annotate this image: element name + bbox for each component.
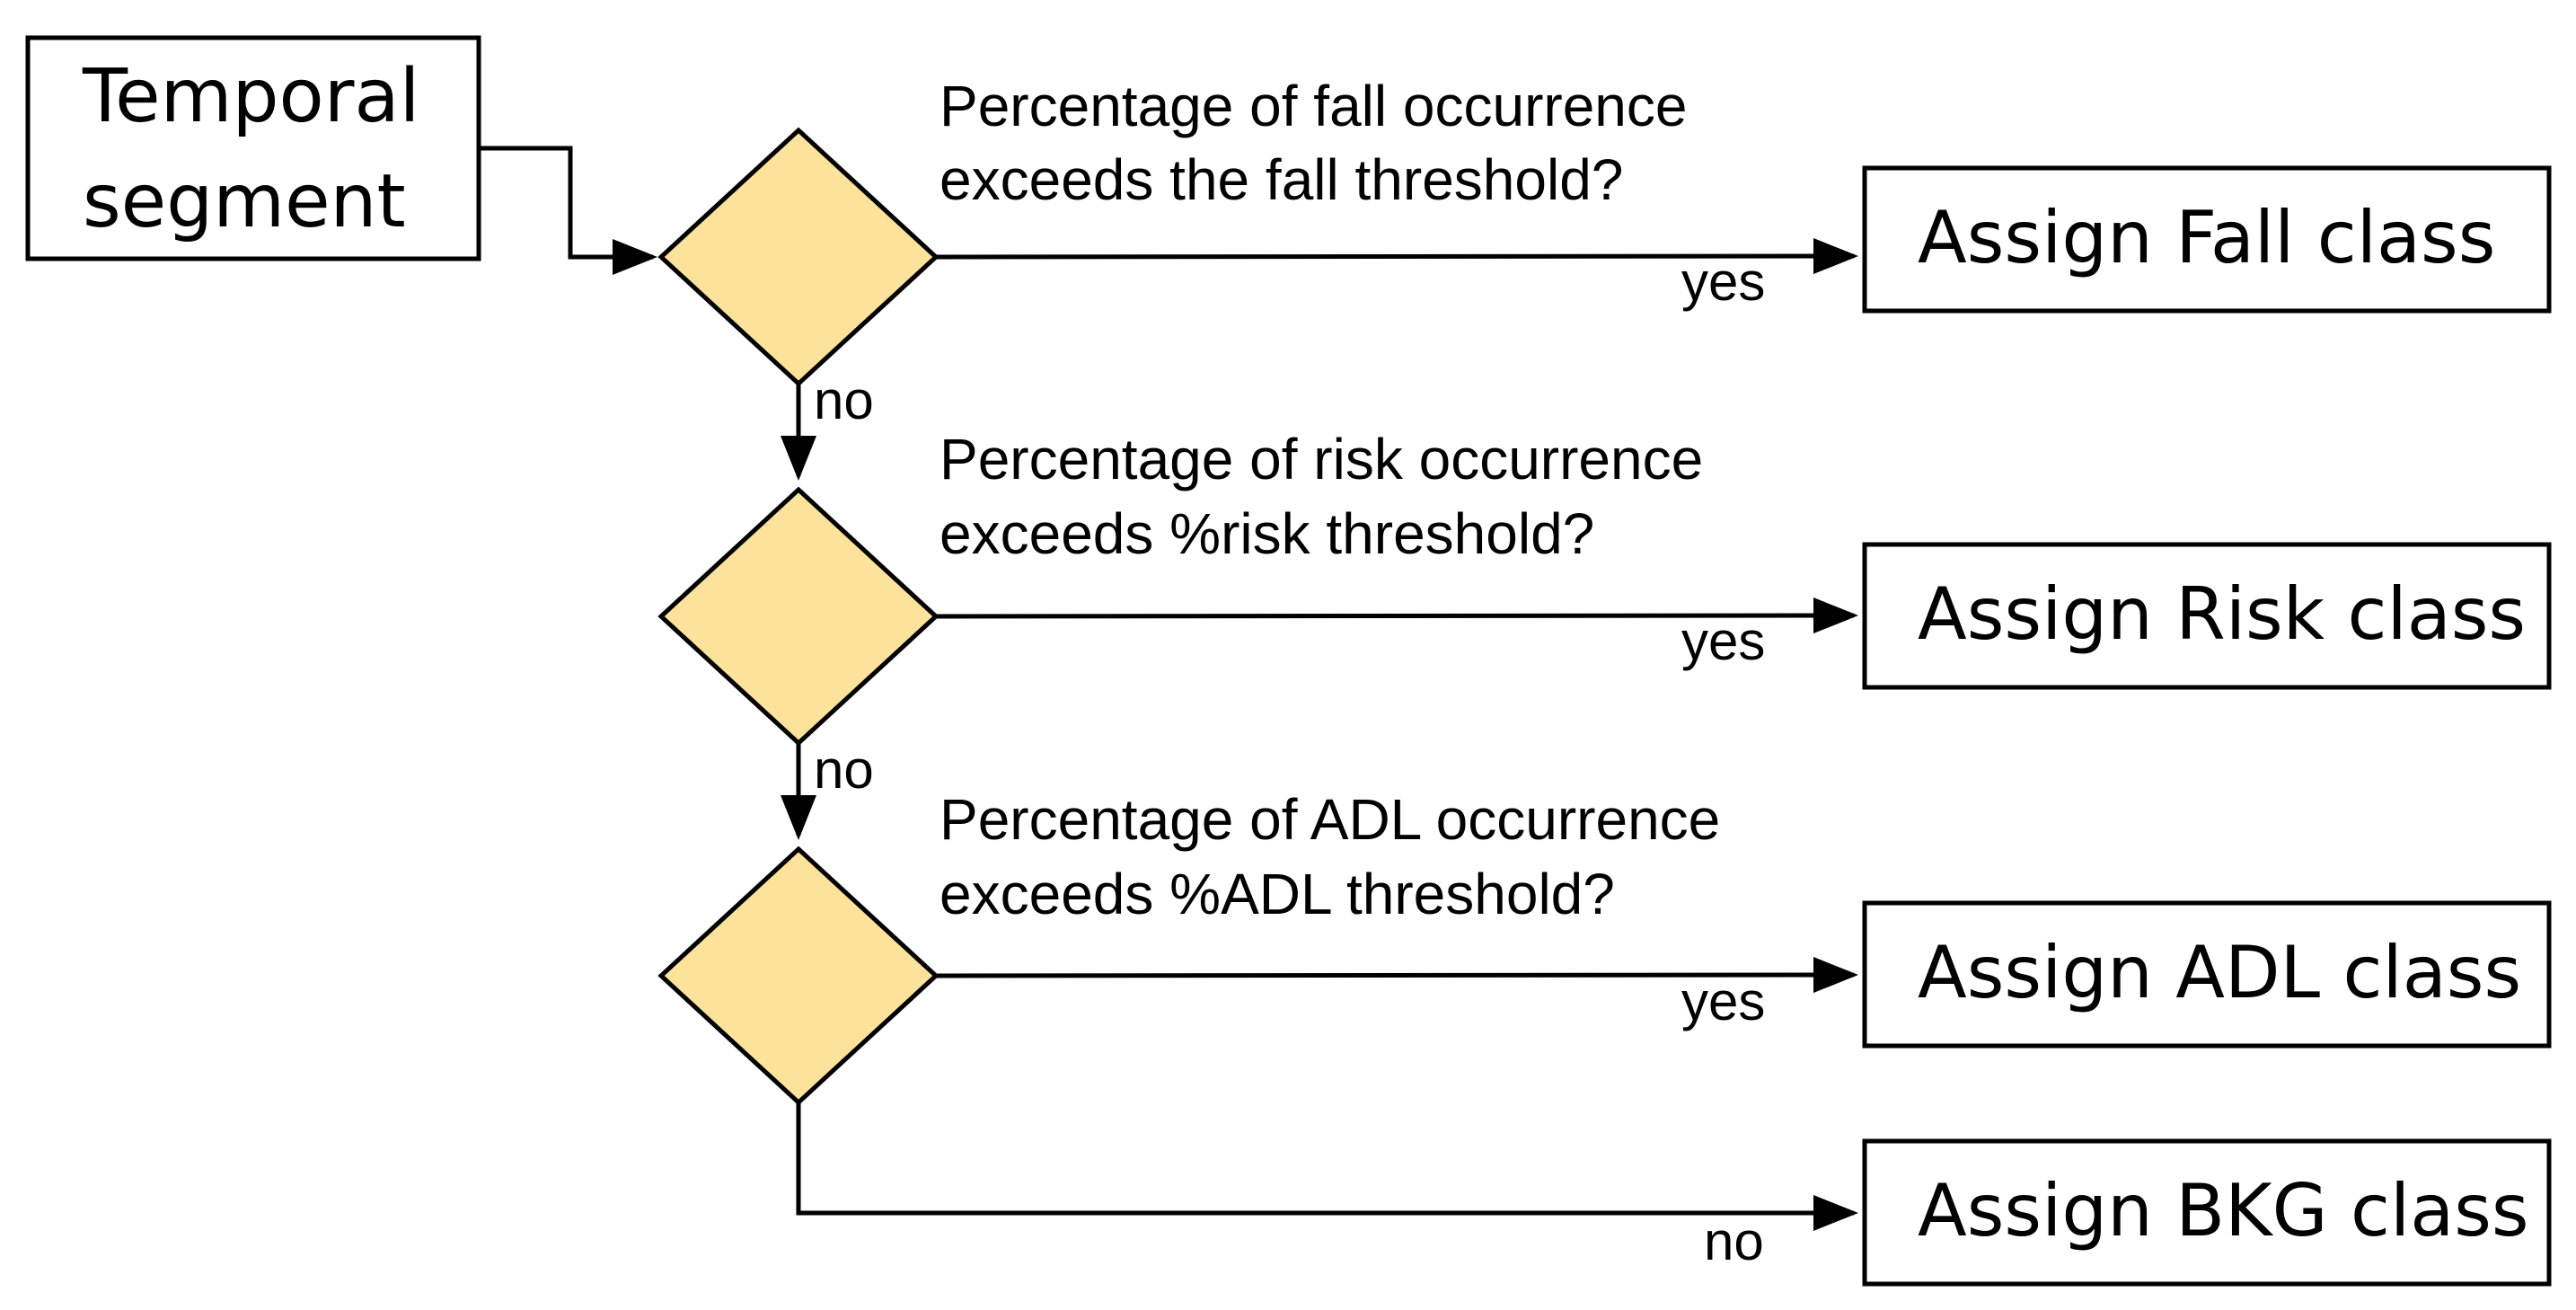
start-node-label-line-2: segment	[83, 159, 406, 244]
decision-adl-question-line-2: exceeds %ADL threshold?	[940, 862, 1615, 926]
edge-no-fall-label: no	[814, 370, 874, 430]
outcome-bkg: Assign BKG class	[1862, 1138, 2552, 1287]
outcome-adl: Assign ADL class	[1862, 900, 2552, 1049]
decision-diamond-fall	[657, 127, 940, 387]
start-node-temporal-segment: Temporal segment	[25, 35, 481, 261]
edge-yes-risk	[935, 597, 1858, 634]
decision-fall-question-line-2: exceeds the fall threshold?	[940, 147, 1623, 212]
decision-diamond-risk	[657, 486, 940, 747]
edge-yes-fall-label: yes	[1681, 252, 1765, 312]
outcome-risk-label: Assign Risk class	[1918, 572, 2526, 656]
outcome-adl-label: Assign ADL class	[1918, 931, 2521, 1014]
edge-yes-fall	[935, 238, 1858, 275]
edge-no-adl	[796, 1102, 1858, 1231]
outcome-risk: Assign Risk class	[1862, 542, 2552, 690]
edge-no-adl-label: no	[1704, 1211, 1764, 1271]
decision-fall-question-line-1: Percentage of fall occurrence	[940, 74, 1687, 138]
outcome-fall-label: Assign Fall class	[1918, 196, 2495, 279]
decision-adl-question-line-1: Percentage of ADL occurrence	[940, 787, 1720, 852]
outcome-bkg-label: Assign BKG class	[1918, 1169, 2529, 1252]
edge-yes-risk-label: yes	[1681, 611, 1765, 671]
edge-yes-adl	[935, 957, 1858, 994]
decision-fall: Percentage of fall occurrence exceeds th…	[657, 74, 1687, 387]
decision-adl: Percentage of ADL occurrence exceeds %AD…	[657, 787, 1720, 1106]
outcome-fall: Assign Fall class	[1862, 165, 2552, 314]
decision-diamond-adl	[657, 845, 940, 1106]
decision-risk-question-line-2: exceeds %risk threshold?	[940, 501, 1594, 566]
decision-risk: Percentage of risk occurrence exceeds %r…	[657, 427, 1703, 747]
edge-yes-adl-label: yes	[1681, 971, 1765, 1031]
decision-risk-question-line-1: Percentage of risk occurrence	[940, 427, 1703, 491]
start-node-label-line-1: Temporal	[82, 54, 419, 139]
edge-no-risk-label: no	[814, 739, 874, 800]
start-to-decision-connector	[479, 146, 657, 275]
